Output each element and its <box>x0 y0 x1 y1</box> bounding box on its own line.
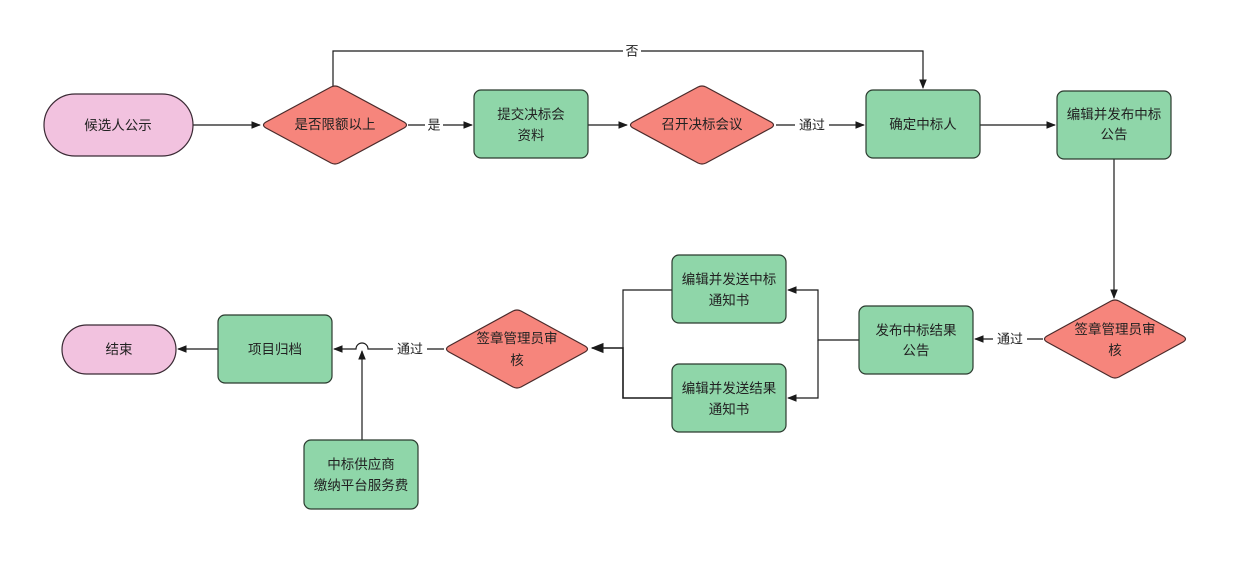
node-send-result-notice[interactable]: 编辑并发送结果 通知书 <box>671 363 787 433</box>
node-start[interactable]: 候选人公示 <box>43 93 194 157</box>
node-decision-sign-review-2-line-1: 签章管理员审 <box>477 330 558 347</box>
node-publish-announcement-line-1: 编辑并发布中标 <box>1067 107 1162 123</box>
node-end[interactable]: 结束 <box>61 324 177 375</box>
node-publish-announcement-line-2: 公告 <box>1101 127 1128 143</box>
edge-result-notice-to-review-2 <box>590 342 672 399</box>
node-decision-sign-review-1-line-2: 核 <box>1108 343 1122 359</box>
edge-label-pass-meeting: 通过 <box>799 119 825 134</box>
node-send-result-notice-line-1: 编辑并发送结果 <box>682 381 777 397</box>
node-pay-fee-line-1: 中标供应商 <box>327 456 395 473</box>
node-decision-limit-label: 是否限额以上 <box>295 117 376 133</box>
node-decision-meeting-label: 召开决标会议 <box>662 117 743 133</box>
node-submit-materials-line-2: 资料 <box>518 128 546 144</box>
node-decision-limit[interactable]: 是否限额以上 <box>262 85 408 165</box>
node-decision-sign-review-2[interactable]: 签章管理员审 核 <box>445 309 589 389</box>
node-confirm-winner-label: 确定中标人 <box>889 117 957 133</box>
node-send-award-notice-line-1: 编辑并发送中标 <box>682 272 777 288</box>
node-pay-fee[interactable]: 中标供应商 缴纳平台服务费 <box>303 439 419 510</box>
node-decision-sign-review-2-line-2: 核 <box>510 353 524 369</box>
nodes: 候选人公示 是否限额以上 提交决标会 资料 召开决标会议 确定中标人 编辑并发布… <box>43 85 1187 510</box>
node-archive[interactable]: 项目归档 <box>217 314 333 384</box>
edge-award-notice-to-review-2 <box>622 289 672 348</box>
edge-label-pass-review-2: 通过 <box>397 343 423 358</box>
node-confirm-winner[interactable]: 确定中标人 <box>865 89 981 159</box>
node-send-award-notice[interactable]: 编辑并发送中标 通知书 <box>671 254 787 324</box>
node-send-award-notice-line-2: 通知书 <box>709 292 750 309</box>
node-publish-result[interactable]: 发布中标结果 公告 <box>858 305 974 375</box>
edge-label-no: 否 <box>625 45 638 60</box>
node-publish-result-line-2: 公告 <box>903 343 930 359</box>
node-decision-sign-review-1-line-1: 签章管理员审 <box>1075 321 1156 338</box>
edge-publish-result-to-award-notice <box>787 286 859 341</box>
node-submit-materials-line-1: 提交决标会 <box>497 106 565 123</box>
edge-label-pass-review-1: 通过 <box>997 333 1023 348</box>
node-publish-announcement[interactable]: 编辑并发布中标 公告 <box>1056 90 1172 160</box>
node-send-result-notice-line-2: 通知书 <box>709 401 750 418</box>
edge-publish-result-to-result-notice <box>787 340 819 402</box>
edge-labels: 是 否 通过 通过 通过 <box>393 43 1027 358</box>
edge-review-2-to-archive <box>333 342 444 353</box>
edge-label-yes: 是 <box>427 119 440 134</box>
node-decision-sign-review-1[interactable]: 签章管理员审 核 <box>1043 299 1187 379</box>
node-submit-materials[interactable]: 提交决标会 资料 <box>473 89 589 159</box>
node-pay-fee-line-2: 缴纳平台服务费 <box>314 478 409 494</box>
node-publish-result-line-1: 发布中标结果 <box>876 323 957 339</box>
node-decision-meeting[interactable]: 召开决标会议 <box>629 85 775 165</box>
node-archive-label: 项目归档 <box>248 341 302 358</box>
node-start-label: 候选人公示 <box>84 118 152 134</box>
node-end-label: 结束 <box>106 342 133 358</box>
